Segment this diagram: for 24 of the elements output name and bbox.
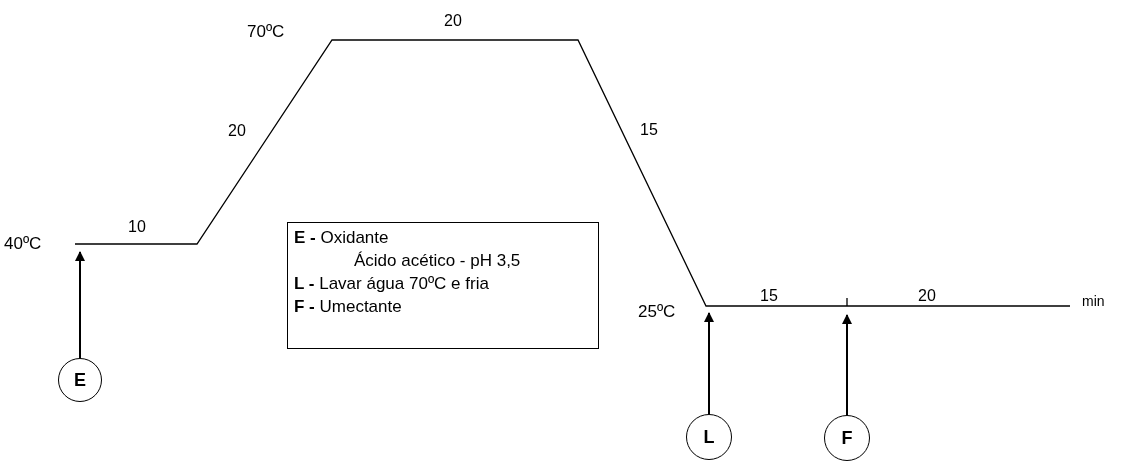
step-letter: L [703,426,715,448]
legend-text: L - Lavar água 70ºC e fria [294,273,490,295]
step-letter: E [74,369,86,391]
step-letter: F [841,427,853,449]
legend-text: Ácido acético - pH 3,5 [353,250,522,272]
step-circle [686,414,732,460]
duration-label: 15 [760,287,778,305]
step-circle [58,358,102,402]
temperature-label: 70ºC [247,23,285,41]
legend-text: F - Umectante [294,296,403,318]
arrow [842,314,852,416]
arrow [75,251,85,359]
temperature-label: 25ºC [638,303,676,321]
unit-label: min [1082,292,1105,310]
arrow [704,312,714,415]
duration-label: 10 [128,218,146,236]
step-circle [824,415,870,461]
duration-label: 20 [444,12,462,30]
legend-box [287,222,599,349]
temperature-label: 40ºC [4,235,42,253]
duration-label: 15 [640,121,658,139]
duration-label: 20 [228,122,246,140]
duration-label: 20 [918,287,936,305]
legend-text: E - Oxidante [294,227,390,249]
